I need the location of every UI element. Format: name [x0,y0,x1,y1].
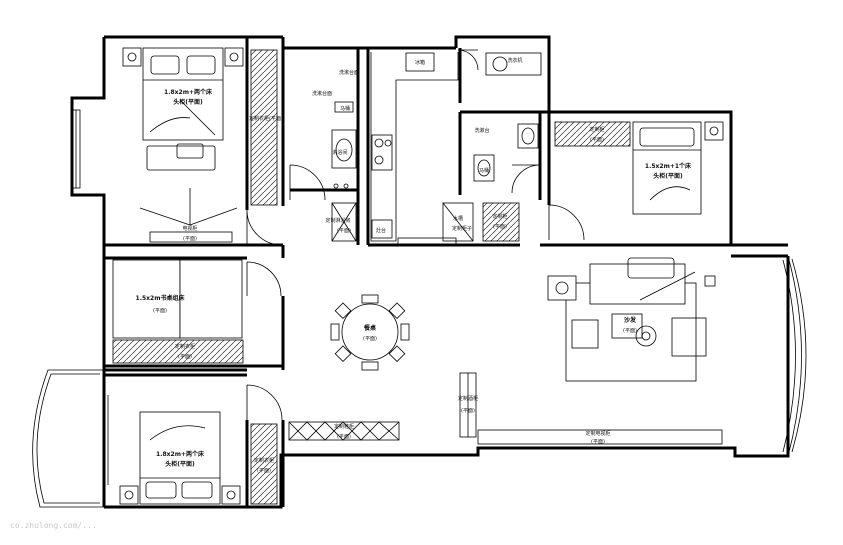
bed-top-left [122,47,244,141]
bed-bottom-left [119,411,278,505]
tall-cabinet [459,372,477,438]
fridge-label: 冰箱 [415,59,425,66]
wardrobe-mid-sublabel: (平面) [178,354,192,360]
bed-top-left-label: 1.8x2m+两个床 [164,88,213,96]
desk-room-sublabel: (平面) [153,308,167,314]
cabinet-right-sublabel: (平面) [590,137,604,143]
dining-label: 餐桌 [363,324,376,332]
sofa-sublabel: (平面) [623,328,637,334]
washer-label: 洗衣机 [507,57,522,64]
shower-room-label: 定制淋浴房 [325,217,350,224]
toilet-r-label: 马桶 [479,167,489,174]
bathroom-1-fixtures [331,101,357,242]
shoe-cabinet-label: 定制鞋柜 [334,423,354,430]
sofa-label: 沙发 [624,316,636,324]
bed-top-left-sublabel: 头柜(平面) [173,98,203,106]
tv-unit-long [477,429,723,445]
watermark: co.zhulong.com/... [10,521,97,530]
washbasin-label: 洗漱台面 [339,69,359,76]
washbasin-label-2: 洗漱台面 [312,90,332,97]
tv-unit-top-left [139,188,238,243]
doors [246,49,585,421]
bay-window-left [71,109,81,189]
bed-bottom-left-sublabel: 头柜(平面) [165,460,195,468]
wardrobe-top-left [250,49,278,206]
shoe-cabinet-sublabel: (平面) [337,434,351,440]
tall-cabinet-sublabel: (平面) [461,408,475,414]
bed-right-label: 1.5x2m+1个床 [645,162,692,170]
cabinet-mid-label: 定制柜子 [452,225,472,232]
sink-label: 水槽 [453,215,463,222]
dining-sublabel: (平面) [363,336,377,342]
bay-window-right [782,255,807,457]
kitchen-counters [370,52,542,245]
shower-label: 淋浴间 [332,149,347,156]
desk-room [112,259,244,364]
wardrobe-bl-sublabel: (平面) [257,468,271,474]
tv-top-left-label: 电视柜 [182,225,197,232]
sofa-top-left [146,143,216,171]
toilet-top-label: 马桶 [340,105,350,112]
wardrobe-top-left-label: 定制衣柜(平面) [249,115,283,122]
living-area [547,257,716,382]
cabinet-right-label: 定制柜 [589,126,604,133]
desk-room-label: 1.5x2m书桌组床 [136,294,186,302]
stove-label: 灶台 [376,227,386,234]
bed-right [554,121,724,215]
wardrobe-mid-label: 定制衣柜 [175,343,195,350]
shoe-cabinet [288,421,400,441]
dining-table [330,294,410,371]
bed-right-sublabel: 头柜(平面) [653,172,683,180]
interior-walls [104,37,731,507]
tv-long-label: 定制电视柜 [585,430,610,437]
tv-top-left-sublabel: (平面) [183,236,197,242]
bed-bottom-left-label: 1.8x2m+两个床 [156,450,205,458]
bathroom-2-fixtures [473,123,539,242]
tv-long-sublabel: (平面) [591,439,605,445]
bay-window-bottom-left [32,369,109,508]
cabinet-r-sublabel: (平面) [493,224,507,230]
tall-cabinet-label: 定制酒柜 [458,395,478,402]
wardrobe-bl-label: 定制衣柜 [254,457,274,464]
basin-r-label: 洗漱台 [474,127,489,134]
cabinet-r-label: 定制柜 [492,213,507,220]
shower-room-sublabel: (平面) [337,228,351,234]
